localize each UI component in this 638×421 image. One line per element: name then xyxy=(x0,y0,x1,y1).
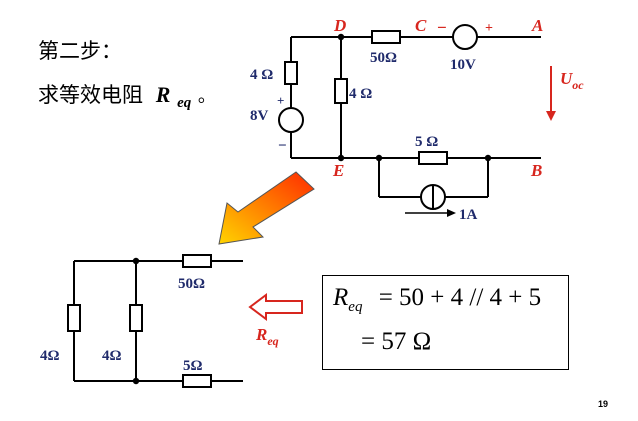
voltage-source-8v xyxy=(278,107,304,133)
step-title: 第二步： xyxy=(38,39,122,63)
label-10v: 10V xyxy=(450,57,476,73)
label-8v: 8V xyxy=(250,108,269,124)
req-arrow xyxy=(248,293,303,321)
node-b: B xyxy=(530,161,542,180)
junction-cs-left xyxy=(375,154,383,162)
label-5ohm: 5 Ω xyxy=(415,134,438,150)
junction-b-top xyxy=(132,257,140,265)
req-label: Req xyxy=(255,325,279,348)
junction-e xyxy=(337,154,345,162)
uoc-label: Uoc xyxy=(560,69,584,92)
label-b-5ohm: 5Ω xyxy=(183,358,203,374)
resistor-b-4ohm-left xyxy=(67,304,81,332)
resistor-b-50ohm xyxy=(182,254,212,268)
resistor-4ohm-middle xyxy=(334,78,348,104)
label-8v-plus: + xyxy=(277,93,284,108)
task-prefix: 求等效电阻 xyxy=(38,83,143,107)
label-4ohm-middle: 4 Ω xyxy=(349,86,372,102)
task-symbol: R xyxy=(155,82,171,107)
step-task: 求等效电阻 R eq 。 xyxy=(38,82,216,112)
label-10v-plus: + xyxy=(485,21,493,36)
node-c: C xyxy=(415,16,427,35)
equation-line-1: Req = 50 + 4 // 4 + 5 xyxy=(333,284,542,315)
resistor-b-5ohm xyxy=(182,374,212,388)
top-circuit: D C A E B 50Ω − + 10V 4 Ω 8V + − 4 Ω 5 Ω… xyxy=(250,16,584,223)
resistor-4ohm-left xyxy=(284,61,298,85)
junction-b-bottom xyxy=(132,377,140,385)
label-1a: 1A xyxy=(459,207,478,223)
resistor-5ohm xyxy=(418,151,448,165)
equation-line-1-rhs: = 50 + 4 // 4 + 5 xyxy=(378,284,542,311)
task-suffix: 。 xyxy=(198,86,216,107)
label-b-50ohm: 50Ω xyxy=(178,276,205,292)
voltage-source-10v xyxy=(452,24,478,50)
resistor-50ohm-top xyxy=(371,30,401,44)
node-d: D xyxy=(333,16,346,35)
junction-d xyxy=(337,33,345,41)
node-e: E xyxy=(332,161,344,180)
node-a: A xyxy=(531,16,543,35)
label-b-4ohm-left: 4Ω xyxy=(40,348,60,364)
equation-line-2: = 57 Ω xyxy=(361,328,432,355)
transition-arrow xyxy=(218,171,315,245)
equation-box: Req = 50 + 4 // 4 + 5 = 57 Ω xyxy=(322,275,569,370)
label-10v-minus: − xyxy=(437,18,447,37)
label-b-4ohm-middle: 4Ω xyxy=(102,348,122,364)
label-50ohm-top: 50Ω xyxy=(370,50,397,66)
bottom-circuit: 50Ω 4Ω 4Ω 5Ω Req xyxy=(40,254,303,388)
page-number: 19 xyxy=(598,399,609,409)
junction-cs-right xyxy=(484,154,492,162)
label-4ohm-left: 4 Ω xyxy=(250,67,273,83)
resistor-b-4ohm-middle xyxy=(129,304,143,332)
task-symbol-sub: eq xyxy=(177,95,192,111)
label-8v-minus: − xyxy=(278,138,287,154)
